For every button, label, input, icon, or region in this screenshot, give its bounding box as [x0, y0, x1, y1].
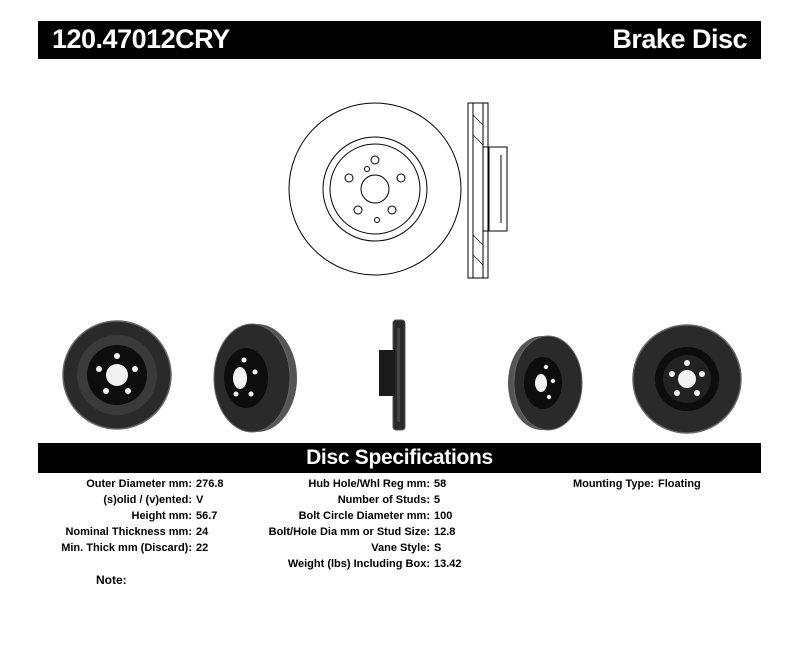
spec-row: (s)olid / (v)ented: V: [38, 492, 224, 508]
spec-label: Nominal Thickness mm:: [65, 526, 192, 538]
spec-value: 13.42: [434, 558, 462, 570]
spec-value: 56.7: [196, 510, 218, 522]
spec-row: Hub Hole/Whl Reg mm: 58: [260, 476, 462, 492]
disc-side-profile: [467, 102, 508, 279]
spec-value: 12.8: [434, 526, 456, 538]
part-number: 120.47012CRY: [52, 24, 230, 54]
header-bar: 120.47012CRY Brake Disc: [38, 21, 761, 59]
spec-value: 5: [434, 494, 441, 506]
disc-photo-back: [632, 324, 742, 434]
disc-photo-angle-right: [508, 335, 583, 431]
spec-label: Bolt/Hole Dia mm or Stud Size:: [268, 526, 430, 538]
spec-value: 100: [434, 510, 453, 522]
spec-column-3: Mounting Type: Floating: [560, 476, 701, 492]
disc-photo-side: [379, 319, 406, 431]
outer-rim-line: [288, 102, 462, 276]
spec-value: 58: [434, 478, 447, 490]
disc-technical-drawing: [288, 102, 508, 279]
spec-label: Number of Studs:: [337, 494, 430, 506]
product-type: Brake Disc: [612, 24, 747, 54]
spec-row: Outer Diameter mm: 276.8: [38, 476, 224, 492]
disc-photo-angle-left: [213, 323, 297, 433]
spec-value: S: [434, 542, 442, 554]
spec-label: Min. Thick mm (Discard):: [61, 542, 192, 554]
spec-label: Height mm:: [131, 510, 193, 522]
spec-row: Bolt Circle Diameter mm: 100: [260, 508, 462, 524]
disc-photo-front: [62, 320, 172, 430]
spec-row: Mounting Type: Floating: [560, 476, 701, 492]
spec-row: Number of Studs: 5: [260, 492, 462, 508]
spec-title: Disc Specifications: [306, 446, 493, 469]
spec-label: Mounting Type:: [572, 478, 654, 490]
spec-label: Vane Style:: [371, 542, 430, 554]
spec-label: Hub Hole/Whl Reg mm:: [308, 478, 430, 490]
spec-column-1: Outer Diameter mm: 276.8 (s)olid / (v)ent…: [38, 476, 224, 556]
note-label: Note:: [96, 573, 127, 587]
spec-label: (s)olid / (v)ented:: [103, 494, 192, 506]
spec-value: V: [196, 494, 204, 506]
spec-row: Nominal Thickness mm: 24: [38, 524, 224, 540]
spec-row: Vane Style: S: [260, 540, 462, 556]
spec-row: Weight (lbs) Including Box: 13.42: [260, 556, 462, 572]
spec-label: Bolt Circle Diameter mm:: [298, 510, 430, 522]
spec-row: Min. Thick mm (Discard): 22: [38, 540, 224, 556]
spec-value: 24: [196, 526, 209, 538]
spec-label: Outer Diameter mm:: [86, 478, 192, 490]
spec-column-2: Hub Hole/Whl Reg mm: 58 Number of Studs: 5…: [260, 476, 462, 572]
spec-label: Weight (lbs) Including Box:: [287, 558, 430, 570]
hub-hole-line: [360, 174, 390, 204]
spec-row: Bolt/Hole Dia mm or Stud Size: 12.8: [260, 524, 462, 540]
spec-value: Floating: [658, 478, 701, 490]
spec-row: Height mm:56.7: [38, 508, 224, 524]
spec-value: 276.8: [196, 478, 224, 490]
spec-title-bar: Disc Specifications: [38, 443, 761, 473]
spec-value: 22: [196, 542, 209, 554]
